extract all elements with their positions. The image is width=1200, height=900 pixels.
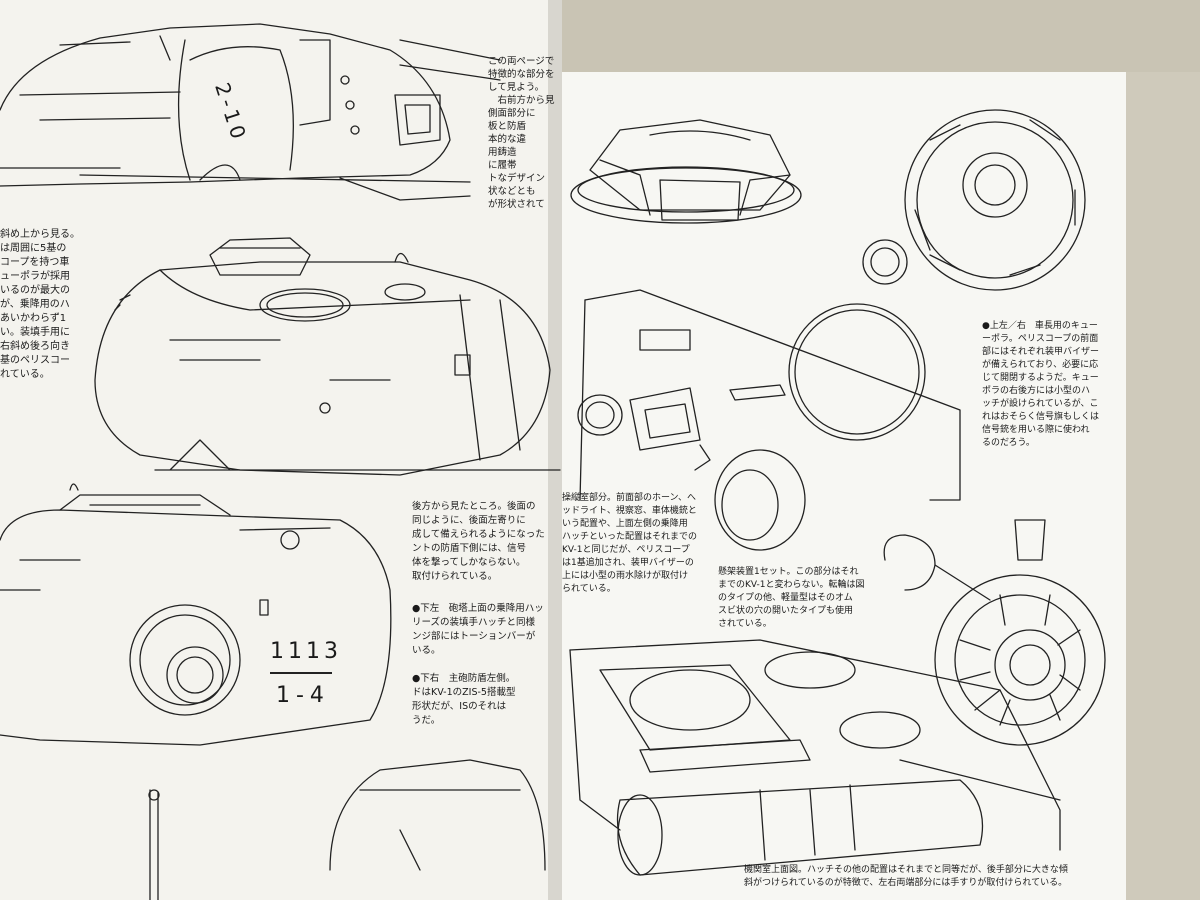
text-column: この両ページで 特徴的な部分を して見よう。 右前方から見 側面部分に 板と防盾…	[488, 56, 555, 210]
engine-deck-illustration	[569, 639, 1061, 876]
turret-side-view-illustration	[0, 23, 501, 201]
cupola-top-illustration	[862, 109, 1086, 291]
turret-number-label: 1113	[270, 639, 342, 664]
caption-bottom-right: ●下右 主砲防盾左側。 ドはKV-1のZIS-5搭載型 形状だが、ISのそれは …	[412, 673, 516, 726]
turret-oblique-view-illustration	[94, 237, 561, 476]
suspension-wheel-illustration	[883, 519, 1106, 746]
caption-suspension: 懸架装置1セット。この部分はそれ までのKV-1と変わらない。転輪は図 のタイプ…	[718, 567, 865, 629]
caption-engine-deck: 機関室上面図。ハッチその他の配置はそれまでと同等だが、後手部分に大きな傾 斜がつ…	[744, 865, 1068, 888]
caption-bottom-left: ●下左 砲塔上面の乗降用ハッ リーズの装填手ハッチと同様 ンジ部にはトーションバ…	[412, 603, 544, 656]
turret-number-divider	[270, 672, 332, 674]
caption-oblique-view: 斜め上から見る。 は周囲に5基の コープを持つ車 ューポラが採用 いるのが最大の…	[0, 229, 80, 380]
turret-rear-view-illustration	[0, 483, 392, 746]
caption-rear-view: 後方から見たところ。後面の 同じように、後面左寄りに 成して備えられるようになっ…	[412, 501, 545, 582]
driver-compartment-illustration	[577, 289, 961, 551]
caption-cupola: ●上左／右 車長用のキュー ーポラ。ペリスコープの前面 部にはそれぞれ装甲バイザ…	[982, 321, 1100, 448]
turret-number-label: 1-4	[276, 683, 330, 708]
cupola-side-illustration	[570, 119, 802, 224]
gun-mantlet-illustration	[148, 759, 546, 900]
left-page	[0, 0, 560, 900]
caption-driver-compartment: 操縦室部分。前面部のホーン、へ ッドライト、視察窓、車体機銃と いう配置や、上面…	[562, 493, 698, 594]
